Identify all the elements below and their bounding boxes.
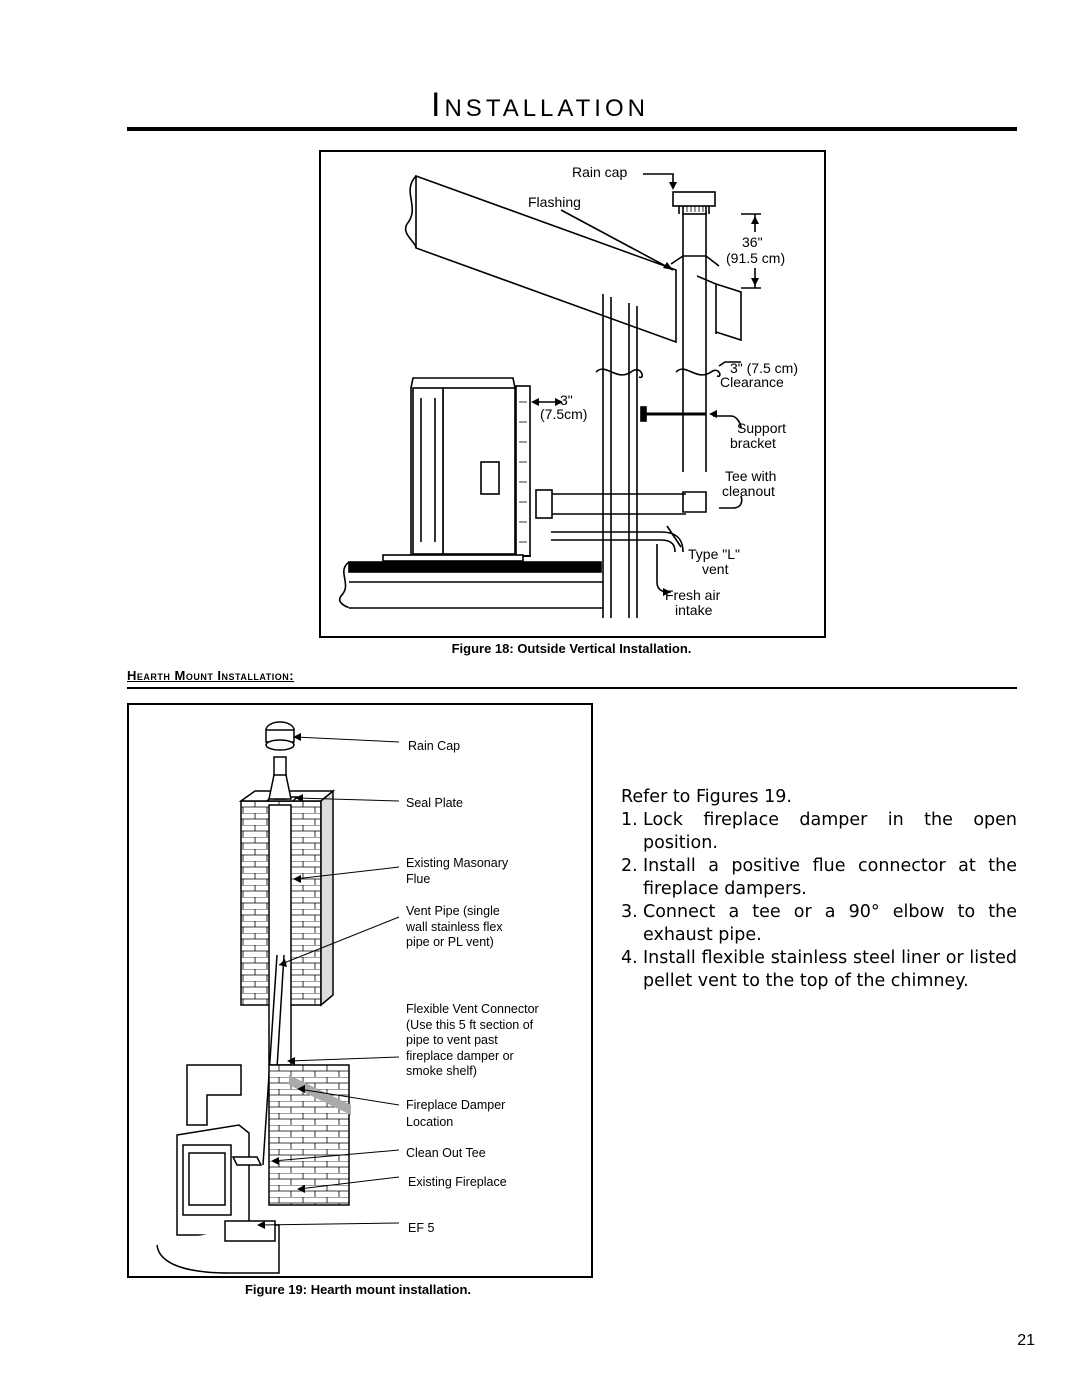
figure-19-diagram bbox=[156, 721, 400, 1274]
figure-18-diagram bbox=[338, 173, 761, 618]
fig19-vent-label-1: Vent Pipe (single bbox=[406, 904, 500, 918]
figure-18-frame bbox=[319, 150, 826, 638]
fig19-code-label: EF 5 bbox=[408, 1221, 435, 1235]
fig18-rain-cap-label: Rain cap bbox=[572, 164, 628, 180]
page-number: 21 bbox=[1017, 1332, 1035, 1349]
figure-19-frame bbox=[127, 703, 593, 1278]
fig18-wall-3-label: 3" bbox=[560, 392, 573, 408]
section-heading: Hearth Mount Installation: bbox=[127, 668, 295, 683]
fig18-typel-label-2: vent bbox=[702, 561, 729, 577]
fig18-tee-label-2: cleanout bbox=[722, 483, 775, 499]
page-title: Installation bbox=[431, 86, 649, 124]
fig19-fireplace-label: Existing Fireplace bbox=[408, 1175, 507, 1189]
fig18-support-label-1: Support bbox=[737, 420, 787, 436]
title-rule bbox=[127, 127, 1017, 131]
fig19-flex-label-2: (Use this 5 ft section of bbox=[406, 1018, 534, 1032]
instruction-step: 4. Install flexible stainless steel line… bbox=[621, 948, 1017, 991]
fig19-flex-label-1: Flexible Vent Connector bbox=[406, 1002, 539, 1016]
fig18-fresh-label-1: Fresh air bbox=[665, 587, 721, 603]
figure-18-caption: Figure 18: Outside Vertical Installation… bbox=[451, 641, 692, 656]
fig18-support-label-2: bracket bbox=[730, 435, 776, 451]
fig19-rain-cap-label: Rain Cap bbox=[408, 739, 461, 753]
fig19-damper-label-2: Location bbox=[406, 1115, 454, 1129]
figure-19-caption: Figure 19: Hearth mount installation. bbox=[244, 1282, 472, 1297]
fig19-flex-label-4: fireplace damper or bbox=[406, 1049, 514, 1063]
fig18-flashing-label: Flashing bbox=[528, 194, 581, 210]
fig19-masonry-label-2: Flue bbox=[406, 872, 431, 886]
instruction-step: 1. Lock fireplace damper in the open pos… bbox=[621, 810, 1017, 853]
instruction-step: 3. Connect a tee or a 90° elbow to the e… bbox=[621, 902, 1017, 945]
instructions-intro: Refer to Figures 19. bbox=[621, 787, 792, 807]
fig18-wall-3-cm-label: (7.5cm) bbox=[540, 406, 588, 422]
instruction-step: 2. Install a positive flue connector at … bbox=[621, 856, 1017, 899]
fig19-damper-label-1: Fireplace Damper bbox=[406, 1098, 506, 1112]
fig18-typel-label-1: Type "L" bbox=[688, 546, 740, 562]
fig19-cleanout-label: Clean Out Tee bbox=[406, 1146, 486, 1160]
fig19-vent-label-3: pipe or PL vent) bbox=[406, 935, 494, 949]
fig18-fresh-label-2: intake bbox=[675, 602, 713, 618]
fig18-dim-36-label: 36" bbox=[742, 234, 763, 250]
section-rule bbox=[127, 687, 1017, 689]
fig19-vent-label-2: wall stainless flex bbox=[406, 920, 503, 934]
instruction-steps: 1. Lock fireplace damper in the open pos… bbox=[621, 809, 1017, 993]
fig18-tee-label-1: Tee with bbox=[725, 468, 777, 484]
fig19-seal-plate-label: Seal Plate bbox=[406, 796, 463, 810]
fig18-clearance-dim-label: 3" (7.5 cm) bbox=[730, 360, 798, 376]
fig18-dim-36-cm-label: (91.5 cm) bbox=[726, 250, 786, 266]
fig18-clearance-label: Clearance bbox=[720, 374, 784, 390]
fig19-flex-label-5: smoke shelf) bbox=[406, 1064, 477, 1078]
fig19-masonry-label-1: Existing Masonary bbox=[406, 856, 509, 870]
fig19-flex-label-3: pipe to vent past bbox=[406, 1033, 498, 1047]
